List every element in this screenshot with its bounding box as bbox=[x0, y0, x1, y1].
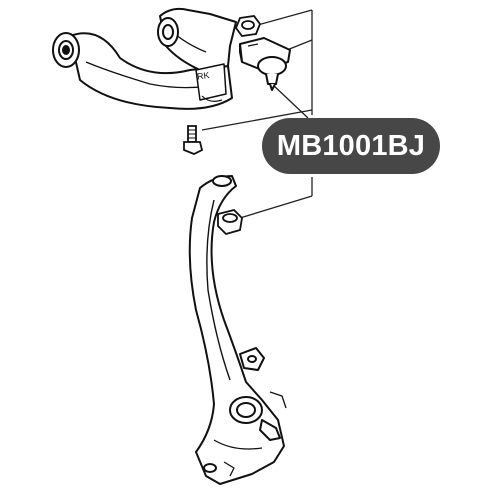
ball-joint-icon bbox=[239, 37, 291, 91]
steering-knuckle-icon bbox=[188, 175, 287, 485]
knuckle-nut-icon bbox=[217, 209, 243, 236]
hex-nut-icon bbox=[234, 15, 262, 37]
part-number-label: MB1001BJ bbox=[262, 118, 440, 174]
bushing-icon bbox=[52, 17, 179, 68]
arm-marking: RK bbox=[196, 70, 210, 82]
leader-lines bbox=[201, 9, 313, 219]
bolt-icon bbox=[183, 125, 204, 155]
upper-control-arm-icon bbox=[69, 7, 237, 110]
